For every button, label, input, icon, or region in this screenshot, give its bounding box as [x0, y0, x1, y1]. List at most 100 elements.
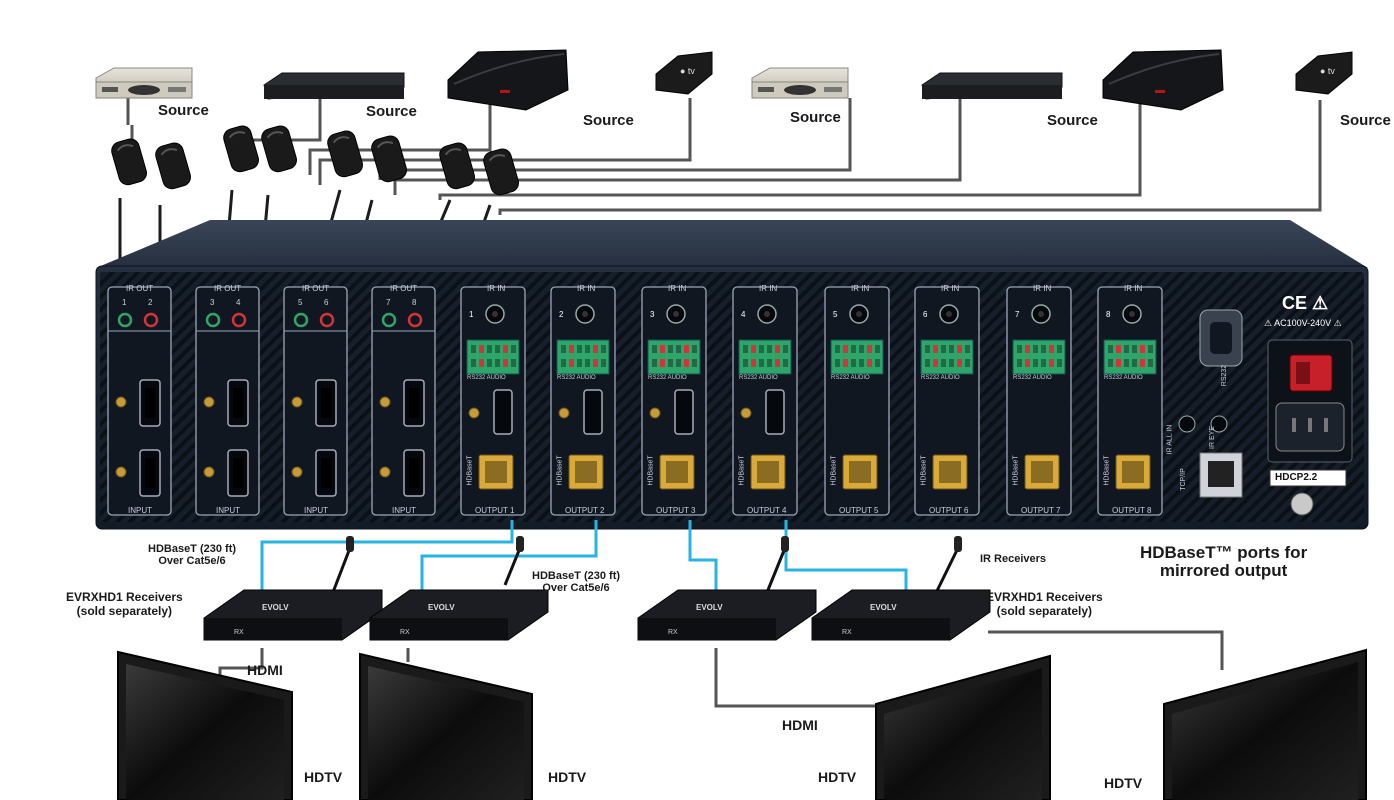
ir-out-jack-green[interactable] — [293, 312, 309, 328]
ir-emitter-5 — [327, 130, 363, 178]
hdmi-output-port[interactable] — [674, 389, 694, 435]
ir-out-jack-green[interactable] — [381, 312, 397, 328]
receiver-brand: EVOLV — [262, 603, 289, 612]
ir-out-jack-red[interactable] — [319, 312, 335, 328]
receiver-brand: EVOLV — [696, 603, 723, 612]
ir-sensor-jack[interactable] — [115, 396, 127, 408]
output-number: 4 — [741, 310, 746, 319]
output-footer-label: OUTPUT 3 — [656, 506, 696, 515]
ir-out-jack-green[interactable] — [205, 312, 221, 328]
voltage-rating: ⚠ AC100V-240V ⚠ — [1264, 318, 1342, 328]
source-label-2: Source — [366, 103, 417, 120]
chassis-top — [96, 220, 1368, 268]
hdmi-output-port[interactable] — [765, 389, 785, 435]
source-label-6: Source — [1047, 112, 1098, 129]
ir-sensor-jack[interactable] — [379, 396, 391, 408]
ir-out-jack-green[interactable] — [117, 312, 133, 328]
terminal-label: RS232 AUDIO — [921, 375, 960, 381]
source-label-1: Source — [158, 102, 209, 119]
source-device-6-blu-ray — [921, 72, 1063, 100]
terminal-label: RS232 AUDIO — [739, 375, 778, 381]
hdmi-label-right: HDMI — [782, 717, 818, 733]
ir-out-jack-red[interactable] — [143, 312, 159, 328]
terminal-label: RS232 AUDIO — [831, 375, 870, 381]
ir-emitter-1 — [111, 138, 147, 186]
output-module-1 — [460, 286, 526, 516]
output-footer-label: OUTPUT 8 — [1112, 506, 1152, 515]
hdmi-output-port[interactable] — [583, 389, 603, 435]
hdtv-label-3: HDTV — [818, 769, 857, 785]
receiver-brand: EVOLV — [428, 603, 455, 612]
output-module-6 — [914, 286, 980, 516]
ir-emitter-7 — [439, 142, 475, 190]
hdbaset-port-label: HDBaseT — [738, 455, 746, 486]
ir-receiver-4 — [933, 536, 962, 596]
ir-sensor-jack[interactable] — [203, 466, 215, 478]
apple-tv-logo-text: ● tv — [1320, 66, 1335, 76]
rs232-audio-terminal-block[interactable] — [647, 339, 701, 375]
hdbaset-port-label: HDBaseT — [1103, 455, 1111, 486]
input-module-1 — [107, 286, 172, 516]
terminal-label: RS232 AUDIO — [1104, 375, 1143, 381]
output-footer-label: OUTPUT 4 — [747, 506, 787, 515]
ir-sensor-jack[interactable] — [379, 466, 391, 478]
ir-all-in-jack[interactable] — [1178, 415, 1196, 433]
ir-receiver-2 — [503, 536, 524, 586]
receiver-rx-label: RX — [400, 629, 410, 636]
ir-out-jack-red[interactable] — [407, 312, 423, 328]
ir-out-num-b: 4 — [236, 298, 241, 307]
source-device-1-set-top-box — [95, 67, 193, 99]
ir-out-title: IR OUT — [302, 284, 330, 293]
source-device-8-apple-tv: ● tv — [1295, 51, 1353, 95]
ir-out-num-a: 5 — [298, 298, 303, 307]
control-section — [1178, 309, 1353, 516]
input-footer-label: INPUT — [128, 506, 152, 515]
terminal-label: RS232 AUDIO — [648, 375, 687, 381]
source-label-5: Source — [790, 109, 841, 126]
input-module-4 — [371, 286, 436, 516]
ir-out-jack-red[interactable] — [231, 312, 247, 328]
hdmi-label-left: HDMI — [247, 662, 283, 678]
hdbaset-port-label: HDBaseT — [1012, 455, 1020, 486]
ir-in-title: IR IN — [941, 284, 960, 293]
ir-emitter-2 — [155, 142, 191, 190]
source-label-3: Source — [583, 112, 634, 129]
hdtv-4 — [1163, 648, 1367, 800]
output-number: 3 — [650, 310, 655, 319]
hdcp-badge: HDCP2.2 — [1275, 472, 1318, 483]
source-device-5-set-top-box — [751, 67, 849, 99]
ir-sensor-jack[interactable] — [203, 396, 215, 408]
ir-sensor-jack[interactable] — [115, 466, 127, 478]
evrxhd1-receiver-2: EVOLV RX — [369, 589, 549, 641]
output-number: 1 — [469, 310, 474, 319]
ir-in-title: IR IN — [487, 284, 506, 293]
hdbaset-cat-cables — [260, 520, 908, 594]
ir-out-num-a: 7 — [386, 298, 391, 307]
ir-out-num-b: 6 — [324, 298, 329, 307]
ir-out-num-a: 1 — [122, 298, 127, 307]
ir-sensor-jack[interactable] — [291, 396, 303, 408]
output-number: 6 — [923, 310, 928, 319]
ir-sensor-jack[interactable] — [291, 466, 303, 478]
source-device-2-blu-ray — [263, 72, 405, 100]
terminal-label: RS232 AUDIO — [557, 375, 596, 381]
terminal-label: RS232 AUDIO — [467, 375, 506, 381]
source-device-3-game-console — [447, 49, 569, 111]
output-module-2 — [550, 286, 616, 516]
input-footer-label: INPUT — [216, 506, 240, 515]
output-footer-label: OUTPUT 6 — [929, 506, 969, 515]
hdbaset-distance-label-mid: HDBaseT (230 ft) Over Cat5e/6 — [532, 570, 621, 594]
ir-receivers-label: IR Receivers — [980, 553, 1047, 565]
output-footer-label: OUTPUT 5 — [839, 506, 879, 515]
receiver-brand: EVOLV — [870, 603, 897, 612]
ir-in-title: IR IN — [759, 284, 778, 293]
input-module-3 — [283, 286, 348, 516]
hdmi-output-port[interactable] — [493, 389, 513, 435]
rs232-label: RS232 — [1221, 364, 1229, 387]
hdtv-2 — [359, 652, 533, 800]
ir-eye-jack[interactable] — [1210, 415, 1228, 433]
ir-emitter-3 — [223, 125, 259, 173]
